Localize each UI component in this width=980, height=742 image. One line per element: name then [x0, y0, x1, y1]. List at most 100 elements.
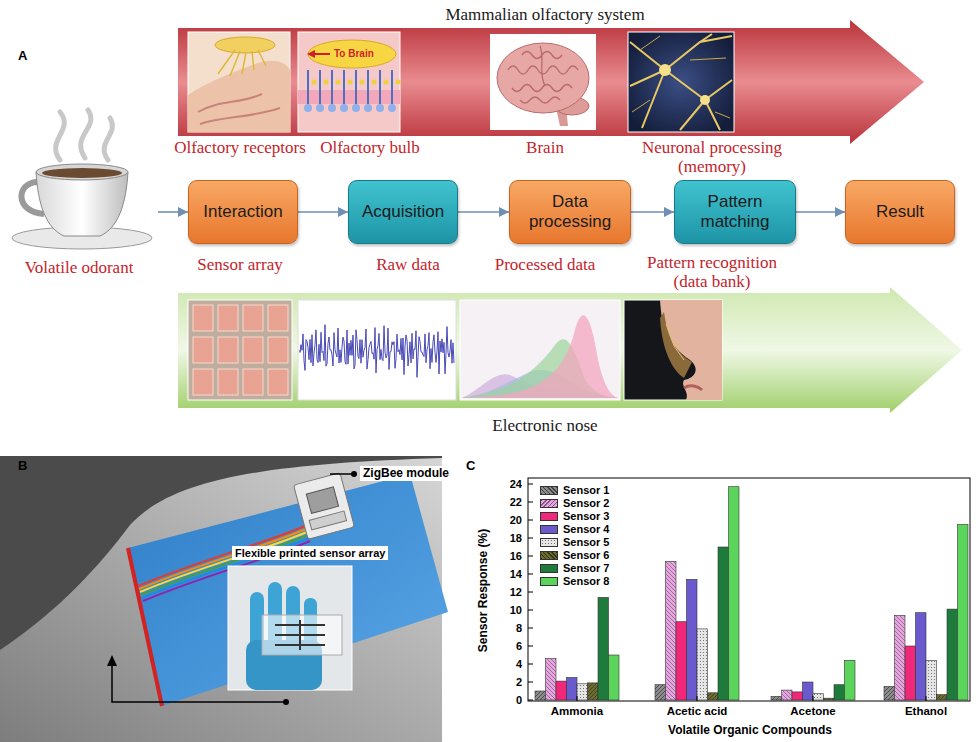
legend-swatch	[540, 551, 558, 560]
legend-text: Sensor 3	[563, 510, 609, 523]
legend-swatch	[540, 538, 558, 547]
brain-image	[490, 34, 596, 130]
legend-text: Sensor 5	[563, 536, 609, 549]
cell-dot	[372, 80, 377, 85]
y-tick	[528, 628, 533, 629]
leader-dot	[351, 471, 357, 477]
y-tick	[528, 520, 533, 521]
cell-body	[316, 104, 324, 112]
cell-dot	[384, 80, 389, 85]
stage-label: Olfactory bulb	[290, 139, 450, 158]
category-label: Ethanol	[876, 704, 976, 718]
raw-data-image	[298, 300, 456, 400]
bar-hatch	[708, 693, 719, 700]
sensor-pad	[218, 305, 238, 331]
data-bar	[792, 692, 803, 700]
tick-label: 12	[490, 585, 522, 599]
tissue-layer	[298, 90, 400, 104]
x-tick	[813, 696, 814, 701]
data-bar	[782, 690, 793, 700]
flow-arrow	[631, 211, 674, 213]
neuron-branches	[630, 34, 732, 130]
bar-hatch	[577, 684, 588, 700]
data-bar	[655, 685, 666, 700]
stage-label: Raw data	[338, 256, 478, 275]
sensor-pad	[243, 337, 263, 363]
coffee-cup	[12, 110, 152, 249]
tick-label: 0	[490, 693, 522, 707]
sensor-pad	[243, 369, 263, 395]
leader-dot	[283, 699, 289, 705]
face-profile	[660, 300, 722, 400]
cell-dot	[324, 80, 329, 85]
data-bar	[937, 695, 948, 700]
data-bar	[834, 685, 845, 700]
sensor-edge	[128, 548, 162, 706]
panel-letter: A	[18, 48, 27, 63]
legend-text: Sensor 4	[563, 523, 609, 536]
bar-hatch	[895, 615, 906, 700]
callout-label: Flexible printed sensor array	[232, 546, 388, 560]
node-text: Pattern matching	[675, 192, 795, 231]
cell-stalk	[391, 70, 393, 104]
data-bar	[676, 622, 687, 700]
legend-swatch	[540, 525, 558, 534]
data-bar	[666, 561, 677, 700]
data-bar	[824, 698, 835, 700]
tick-label: 16	[490, 549, 522, 563]
bar-hatch	[782, 690, 793, 700]
x-tick	[577, 696, 578, 701]
flow-arrow	[458, 211, 509, 213]
sensor-pad	[193, 305, 213, 331]
neuron-fine-branches	[632, 36, 730, 118]
axis-title: Sensor Response (%)	[476, 491, 491, 691]
sensor-pad	[268, 369, 288, 395]
sensor-pad	[243, 305, 263, 331]
category-label: Ammonia	[527, 704, 627, 718]
y-tick	[528, 700, 533, 701]
bar-hatch	[588, 683, 599, 700]
steam	[56, 110, 113, 160]
data-bar	[708, 693, 719, 700]
data-bar	[947, 609, 958, 700]
nerve-fibers	[218, 50, 266, 76]
bar-hatch	[535, 691, 546, 700]
legend-text: Sensor 1	[563, 484, 609, 497]
legend-text: Sensor 6	[563, 549, 609, 562]
legend-swatch	[540, 486, 558, 495]
cerebrum	[497, 43, 589, 113]
data-bar	[556, 681, 567, 700]
bulb-shape	[308, 40, 396, 68]
axis-title: Volatile Organic Compounds	[600, 723, 900, 738]
stage-label: Olfactory receptors	[160, 139, 320, 158]
node-text: Result	[876, 202, 924, 222]
sensor-array-image	[188, 300, 292, 400]
stage-label: Neuronal processing (memory)	[632, 139, 792, 176]
data-bar	[803, 682, 814, 700]
neuron-soma	[659, 64, 671, 76]
direction-arrow	[314, 53, 330, 55]
bulb-image	[298, 32, 401, 132]
circuit-traces	[666, 324, 684, 360]
cell-dot	[312, 80, 317, 85]
image-frame	[298, 32, 400, 132]
data-bar	[588, 683, 599, 700]
electronic-nose-image	[624, 300, 722, 400]
node-text: Volatile odorant	[25, 258, 134, 278]
data-bar	[895, 615, 906, 700]
category-label: Acetone	[763, 704, 863, 718]
stage-label: Processed data	[475, 256, 615, 275]
bar-hatch	[655, 685, 666, 700]
data-bar	[884, 687, 895, 701]
panel-title: Electronic nose	[445, 416, 645, 436]
data-bar	[697, 629, 708, 700]
bar-hatch	[926, 660, 937, 700]
cell-stalk	[379, 70, 381, 104]
y-tick	[528, 574, 533, 575]
process-box: Result	[845, 180, 955, 244]
data-bar	[729, 487, 740, 700]
cell-body	[340, 104, 348, 112]
y-tick	[528, 646, 533, 647]
cell-body	[304, 104, 312, 112]
category-label: Acetic acid	[647, 704, 747, 718]
